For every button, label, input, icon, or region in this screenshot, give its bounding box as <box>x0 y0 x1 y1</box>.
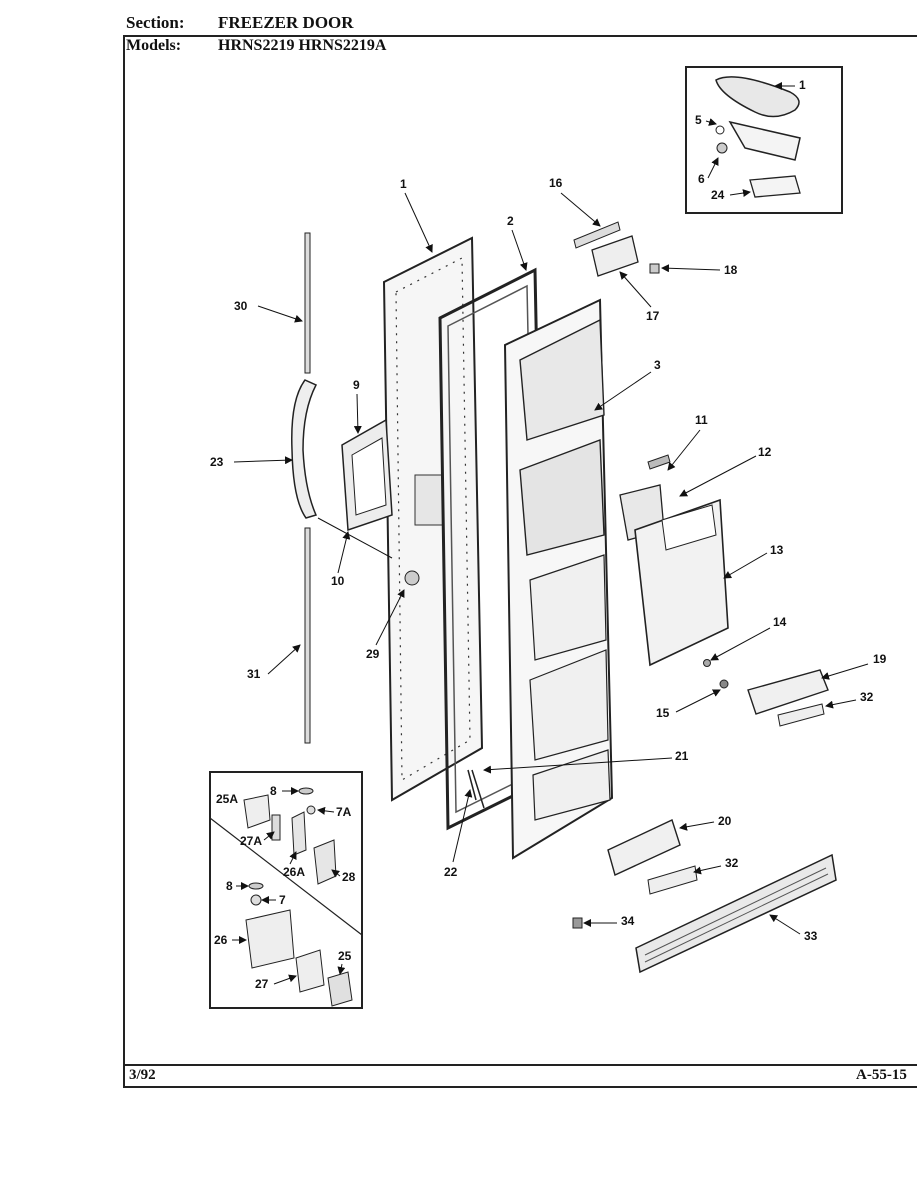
callout-label: 6 <box>698 172 705 186</box>
callout-label: 10 <box>331 574 345 588</box>
hinge-inset-box <box>685 66 843 214</box>
callout-label: 18 <box>724 263 738 277</box>
callout-label: 8 <box>226 879 233 893</box>
footer-rule <box>123 1064 917 1066</box>
callout-label: 25A <box>216 792 238 806</box>
callout-label: 23 <box>210 455 224 469</box>
callout-label: 7 <box>279 893 286 907</box>
top-hinge-part <box>573 221 660 277</box>
dispenser-frame-part <box>341 418 393 532</box>
door-liner-part <box>503 298 614 860</box>
section-title: FREEZER DOOR <box>218 13 354 32</box>
callout-label: 28 <box>342 870 356 884</box>
kick-grille-part <box>572 853 837 974</box>
handle-assembly-part <box>291 232 318 744</box>
callout-label: 1 <box>400 177 407 191</box>
models-list: HRNS2219 HRNS2219A <box>218 37 387 54</box>
callout-label: 31 <box>247 667 261 681</box>
callout-label: 25 <box>338 949 352 963</box>
models-label: Models: <box>126 37 182 54</box>
callout-label: 2 <box>507 214 514 228</box>
callout-label: 34 <box>621 914 635 928</box>
callout-label: 17 <box>646 309 660 323</box>
diagram-frame <box>123 36 917 1088</box>
callout-label: 22 <box>444 865 458 879</box>
callout-label: 27A <box>240 834 262 848</box>
callout-label: 11 <box>695 413 708 427</box>
callout-label: 12 <box>758 445 772 459</box>
callout-label: 5 <box>695 113 702 127</box>
callout-label: 33 <box>804 929 818 943</box>
callout-label: 26A <box>283 865 305 879</box>
hinge-detail-inset <box>209 771 363 1009</box>
callout-label: 27 <box>255 977 269 991</box>
callout-label: 16 <box>549 176 563 190</box>
callout-label: 26 <box>214 933 228 947</box>
callout-label: 7A <box>336 805 352 819</box>
callout-label: 32 <box>725 856 739 870</box>
callout-labels: 1 5 6 24 1 2 3 16 17 18 30 9 23 10 29 31… <box>210 78 887 991</box>
callout-label: 13 <box>770 543 784 557</box>
hinge-cover-part <box>715 76 801 198</box>
callout-label: 8 <box>270 784 277 798</box>
callout-label: 32 <box>860 690 874 704</box>
callout-label: 14 <box>773 615 787 629</box>
callout-label: 21 <box>675 749 689 763</box>
callout-label: 30 <box>234 299 248 313</box>
callout-label: 9 <box>353 378 360 392</box>
header-rule <box>123 35 917 37</box>
door-panel-part <box>382 236 484 802</box>
wire-harness-part <box>467 769 485 809</box>
footer-page-code: A-55-15 <box>856 1067 907 1083</box>
callout-label: 1 <box>799 78 806 92</box>
footer-date: 3/92 <box>129 1067 156 1083</box>
callout-label: 20 <box>718 814 732 828</box>
door-bins-part <box>607 669 829 895</box>
dispenser-chute-part <box>619 454 729 667</box>
lower-hinge-parts <box>243 787 353 1007</box>
callout-label: 3 <box>654 358 661 372</box>
callout-label: 15 <box>656 706 670 720</box>
section-label: Section: <box>126 13 185 32</box>
callout-label: 24 <box>711 188 725 202</box>
callout-label: 19 <box>873 652 887 666</box>
callout-label: 29 <box>366 647 380 661</box>
